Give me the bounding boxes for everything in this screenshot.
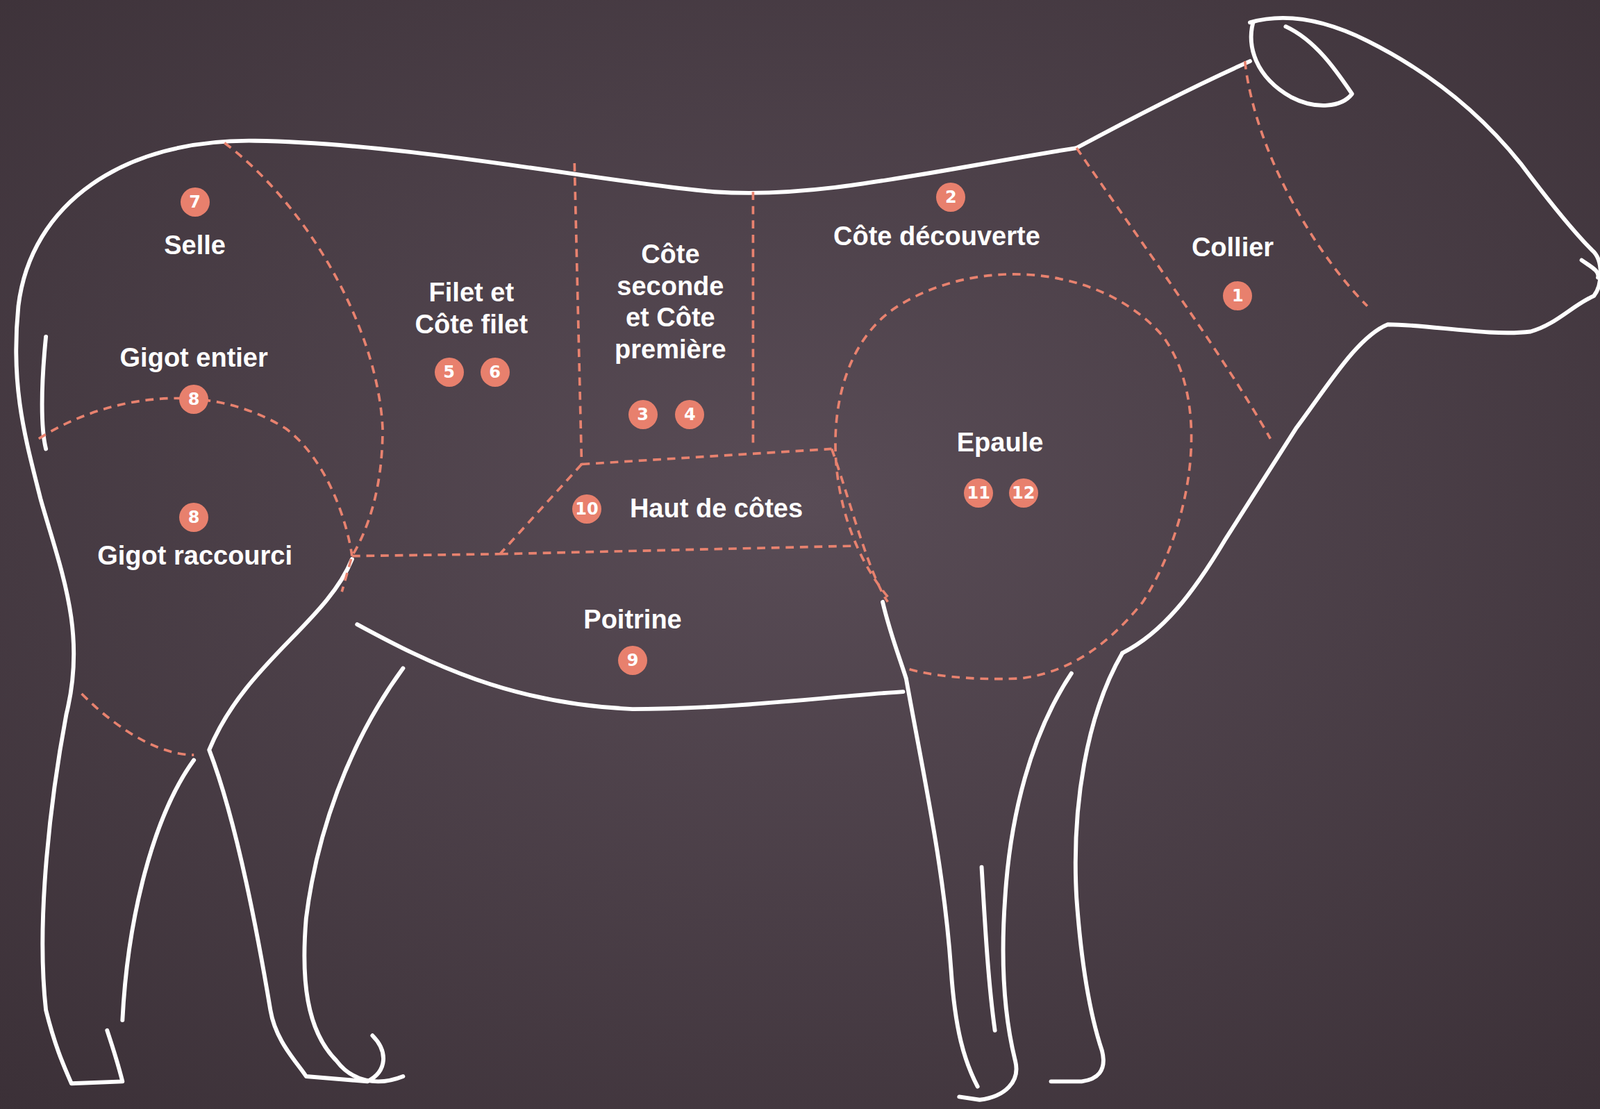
cut-name: Poitrine [583, 604, 682, 637]
cut-name: Haut de côtes [629, 493, 803, 525]
callout-number: 4 [675, 400, 705, 430]
cut-name: Gigot entier [120, 342, 269, 375]
callout-number: 8 [179, 384, 209, 414]
callout-number: 9 [618, 645, 648, 675]
callout-number: 12 [1009, 478, 1039, 508]
cut-name: Côte seconde et Côte première [609, 238, 732, 366]
cut-name: Epaule [956, 427, 1044, 460]
callout-number: 5 [434, 357, 464, 387]
callout-number: 10 [572, 494, 602, 524]
cut-lines [38, 61, 1368, 755]
callout-number: 2 [936, 182, 966, 212]
callout-number: 6 [480, 357, 510, 387]
callout-number: 8 [179, 502, 209, 532]
cut-name: Gigot raccourci [97, 540, 293, 573]
cut-name: Filet et Côte filet [400, 277, 544, 341]
callout-number: 11 [963, 478, 994, 508]
callout-number: 3 [628, 400, 658, 430]
callout-number: 1 [1222, 281, 1253, 311]
lamb-outline [15, 18, 1600, 1100]
cut-name: Côte découverte [833, 220, 1041, 253]
cut-name: Selle [163, 229, 226, 262]
cut-name: Collier [1191, 231, 1274, 264]
callout-number: 7 [180, 187, 210, 217]
